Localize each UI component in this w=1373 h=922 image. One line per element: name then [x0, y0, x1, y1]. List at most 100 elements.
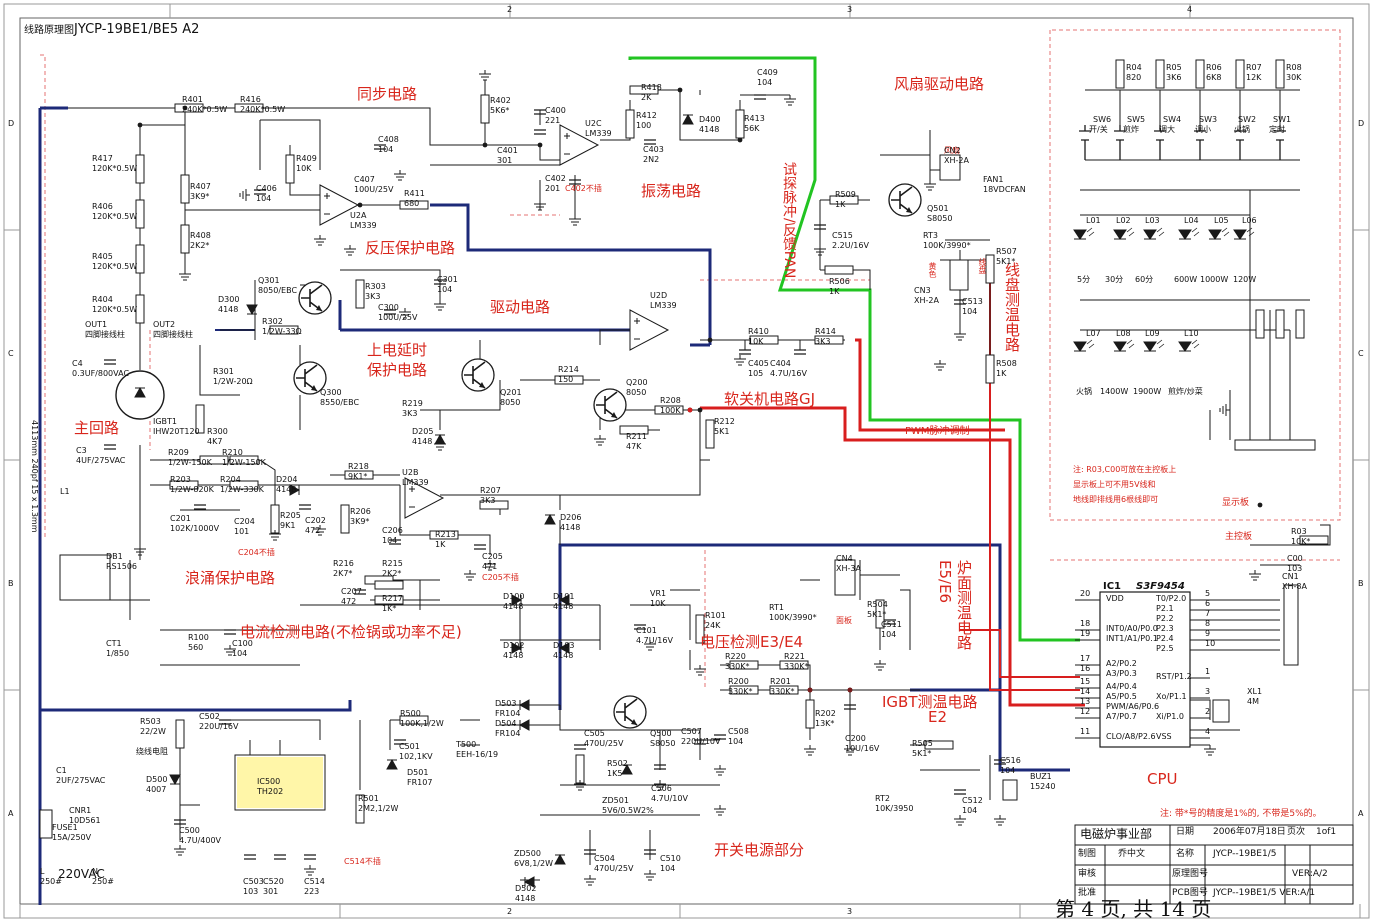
led-indicator — [1143, 229, 1157, 240]
c501-value: 102,1KV — [399, 752, 433, 761]
ground-symbol — [584, 875, 596, 886]
resistor-symbol — [1275, 309, 1285, 339]
key-res-value: 3K6 — [1166, 73, 1182, 82]
xl1-value: 4M — [1247, 697, 1259, 706]
t500-value: EEH-16/19 — [456, 750, 499, 759]
key-res-value: 6K8 — [1206, 73, 1222, 82]
rt2-ref: RT2 — [875, 794, 890, 803]
junction — [357, 202, 363, 208]
ground-symbol — [484, 560, 496, 571]
capacitor-symbol — [954, 299, 966, 305]
display-board-border — [1049, 29, 1341, 521]
d102-value: 4148 — [503, 651, 524, 660]
r203-value: 1/2W-820K — [170, 485, 214, 494]
c503-ref: C503 — [243, 877, 264, 886]
comparator-sign — [564, 133, 570, 155]
cpu-pin-number: 14 — [1080, 687, 1091, 696]
capacitor-symbol — [244, 854, 256, 860]
r416-value: 240K*0.5W — [240, 105, 286, 114]
cpu-pin-name: CLO/A8/P2.6 — [1106, 732, 1156, 741]
r206-ref: R206 — [350, 507, 371, 516]
q500-ref: Q500 — [650, 729, 672, 738]
transistor-leads — [296, 364, 318, 392]
r208-value: 100K — [660, 406, 681, 415]
section-igbt_temp: IGBT测温电路 — [882, 693, 978, 711]
ground-symbol — [239, 189, 250, 201]
ground-symbol — [569, 215, 581, 226]
diode-symbol — [682, 113, 694, 125]
section-test_pulse: 试探脉冲/反馈PAN — [781, 162, 797, 279]
r508-ref: R508 — [996, 359, 1017, 368]
r506-value: 1K — [829, 287, 840, 296]
q200-ref: Q200 — [626, 378, 648, 387]
resistor-symbol — [779, 660, 809, 670]
resistor-symbol — [340, 504, 350, 534]
r101-value: 24K — [705, 621, 721, 630]
wire — [420, 380, 501, 411]
transistor-symbol — [293, 361, 327, 395]
diode-symbol — [169, 774, 181, 786]
c200-value: 10U/16V — [845, 744, 880, 753]
c516-ref: C516 — [1000, 756, 1021, 765]
diode-symbol — [518, 719, 530, 731]
resistor-symbol — [229, 455, 259, 465]
cn3-connector — [949, 259, 969, 291]
resistor-symbol — [175, 719, 185, 749]
r301-ref: R301 — [213, 367, 234, 376]
grid-col-bottom: 3 — [847, 907, 853, 916]
resistor-symbol — [814, 335, 844, 345]
cpu-pin-number: 1 — [1205, 667, 1211, 676]
led-rays — [1126, 339, 1135, 349]
resistor-symbol — [269, 325, 299, 335]
wire — [340, 269, 441, 300]
c1-value: 2UF/275VAC — [56, 776, 106, 785]
key-switch-symbol — [1234, 125, 1246, 160]
transistor-arrow — [611, 412, 617, 418]
c205-value: 471 — [482, 562, 498, 571]
wire — [140, 124, 186, 270]
r402-value: 5K6* — [490, 106, 510, 115]
c508-value: 104 — [728, 737, 744, 746]
r03-ref: R03 — [1291, 527, 1307, 536]
led-rays — [1156, 339, 1165, 349]
section-psu: 开关电源部分 — [714, 841, 805, 859]
r500-value: 100K,1/2W — [400, 719, 444, 728]
r418-ref: R418 — [641, 83, 662, 92]
section-reverse: 反压保护电路 — [365, 239, 456, 257]
cpu-pin-number: 18 — [1080, 619, 1091, 628]
coil-temp-wire — [989, 260, 1080, 691]
led-indicator — [1208, 229, 1222, 240]
t500-ref: T500 — [456, 740, 477, 749]
tb-pcb-value: JYCP--19BE1/5 VER:A/1 — [1213, 888, 1316, 898]
c500-ref: C500 — [179, 826, 200, 835]
vr1-ref: VR1 — [650, 589, 667, 598]
resistor-symbol — [875, 599, 885, 629]
resistor-symbol — [805, 699, 815, 729]
u2c-ref: U2C — [585, 119, 602, 128]
capacitor-symbol — [374, 144, 386, 150]
c505-value: 470U/25V — [584, 739, 624, 748]
stove-temp-wire — [960, 629, 1080, 678]
r411-ref: R411 — [404, 189, 425, 198]
ground-symbol — [1249, 570, 1261, 581]
resistor-symbol — [985, 254, 995, 284]
section-display: 显示板 — [1222, 498, 1250, 508]
r200-ref: R200 — [728, 677, 749, 686]
resistor-symbol — [374, 595, 404, 605]
wire — [539, 145, 560, 161]
c4-ref: C4 — [72, 359, 83, 368]
r506-ref: R506 — [829, 277, 850, 286]
note-c205: C205不插 — [482, 573, 519, 582]
d502-value: 4148 — [515, 894, 536, 903]
key-res-value: 30K — [1286, 73, 1302, 82]
r209-ref: R209 — [168, 448, 189, 457]
ground-symbol — [594, 435, 606, 446]
cpu-pin-name: P2.4 — [1156, 634, 1174, 643]
led-rays — [1246, 227, 1255, 237]
r508-value: 1K — [996, 369, 1007, 378]
r213-value: 1K — [435, 540, 446, 549]
sheet-title: JYCP-19BE1/BE5 A2 — [74, 22, 200, 37]
r301-value: 1/2W-20Ω — [213, 377, 253, 386]
resistor-symbol — [480, 94, 490, 124]
yellow-label: 黄色 — [928, 262, 937, 278]
